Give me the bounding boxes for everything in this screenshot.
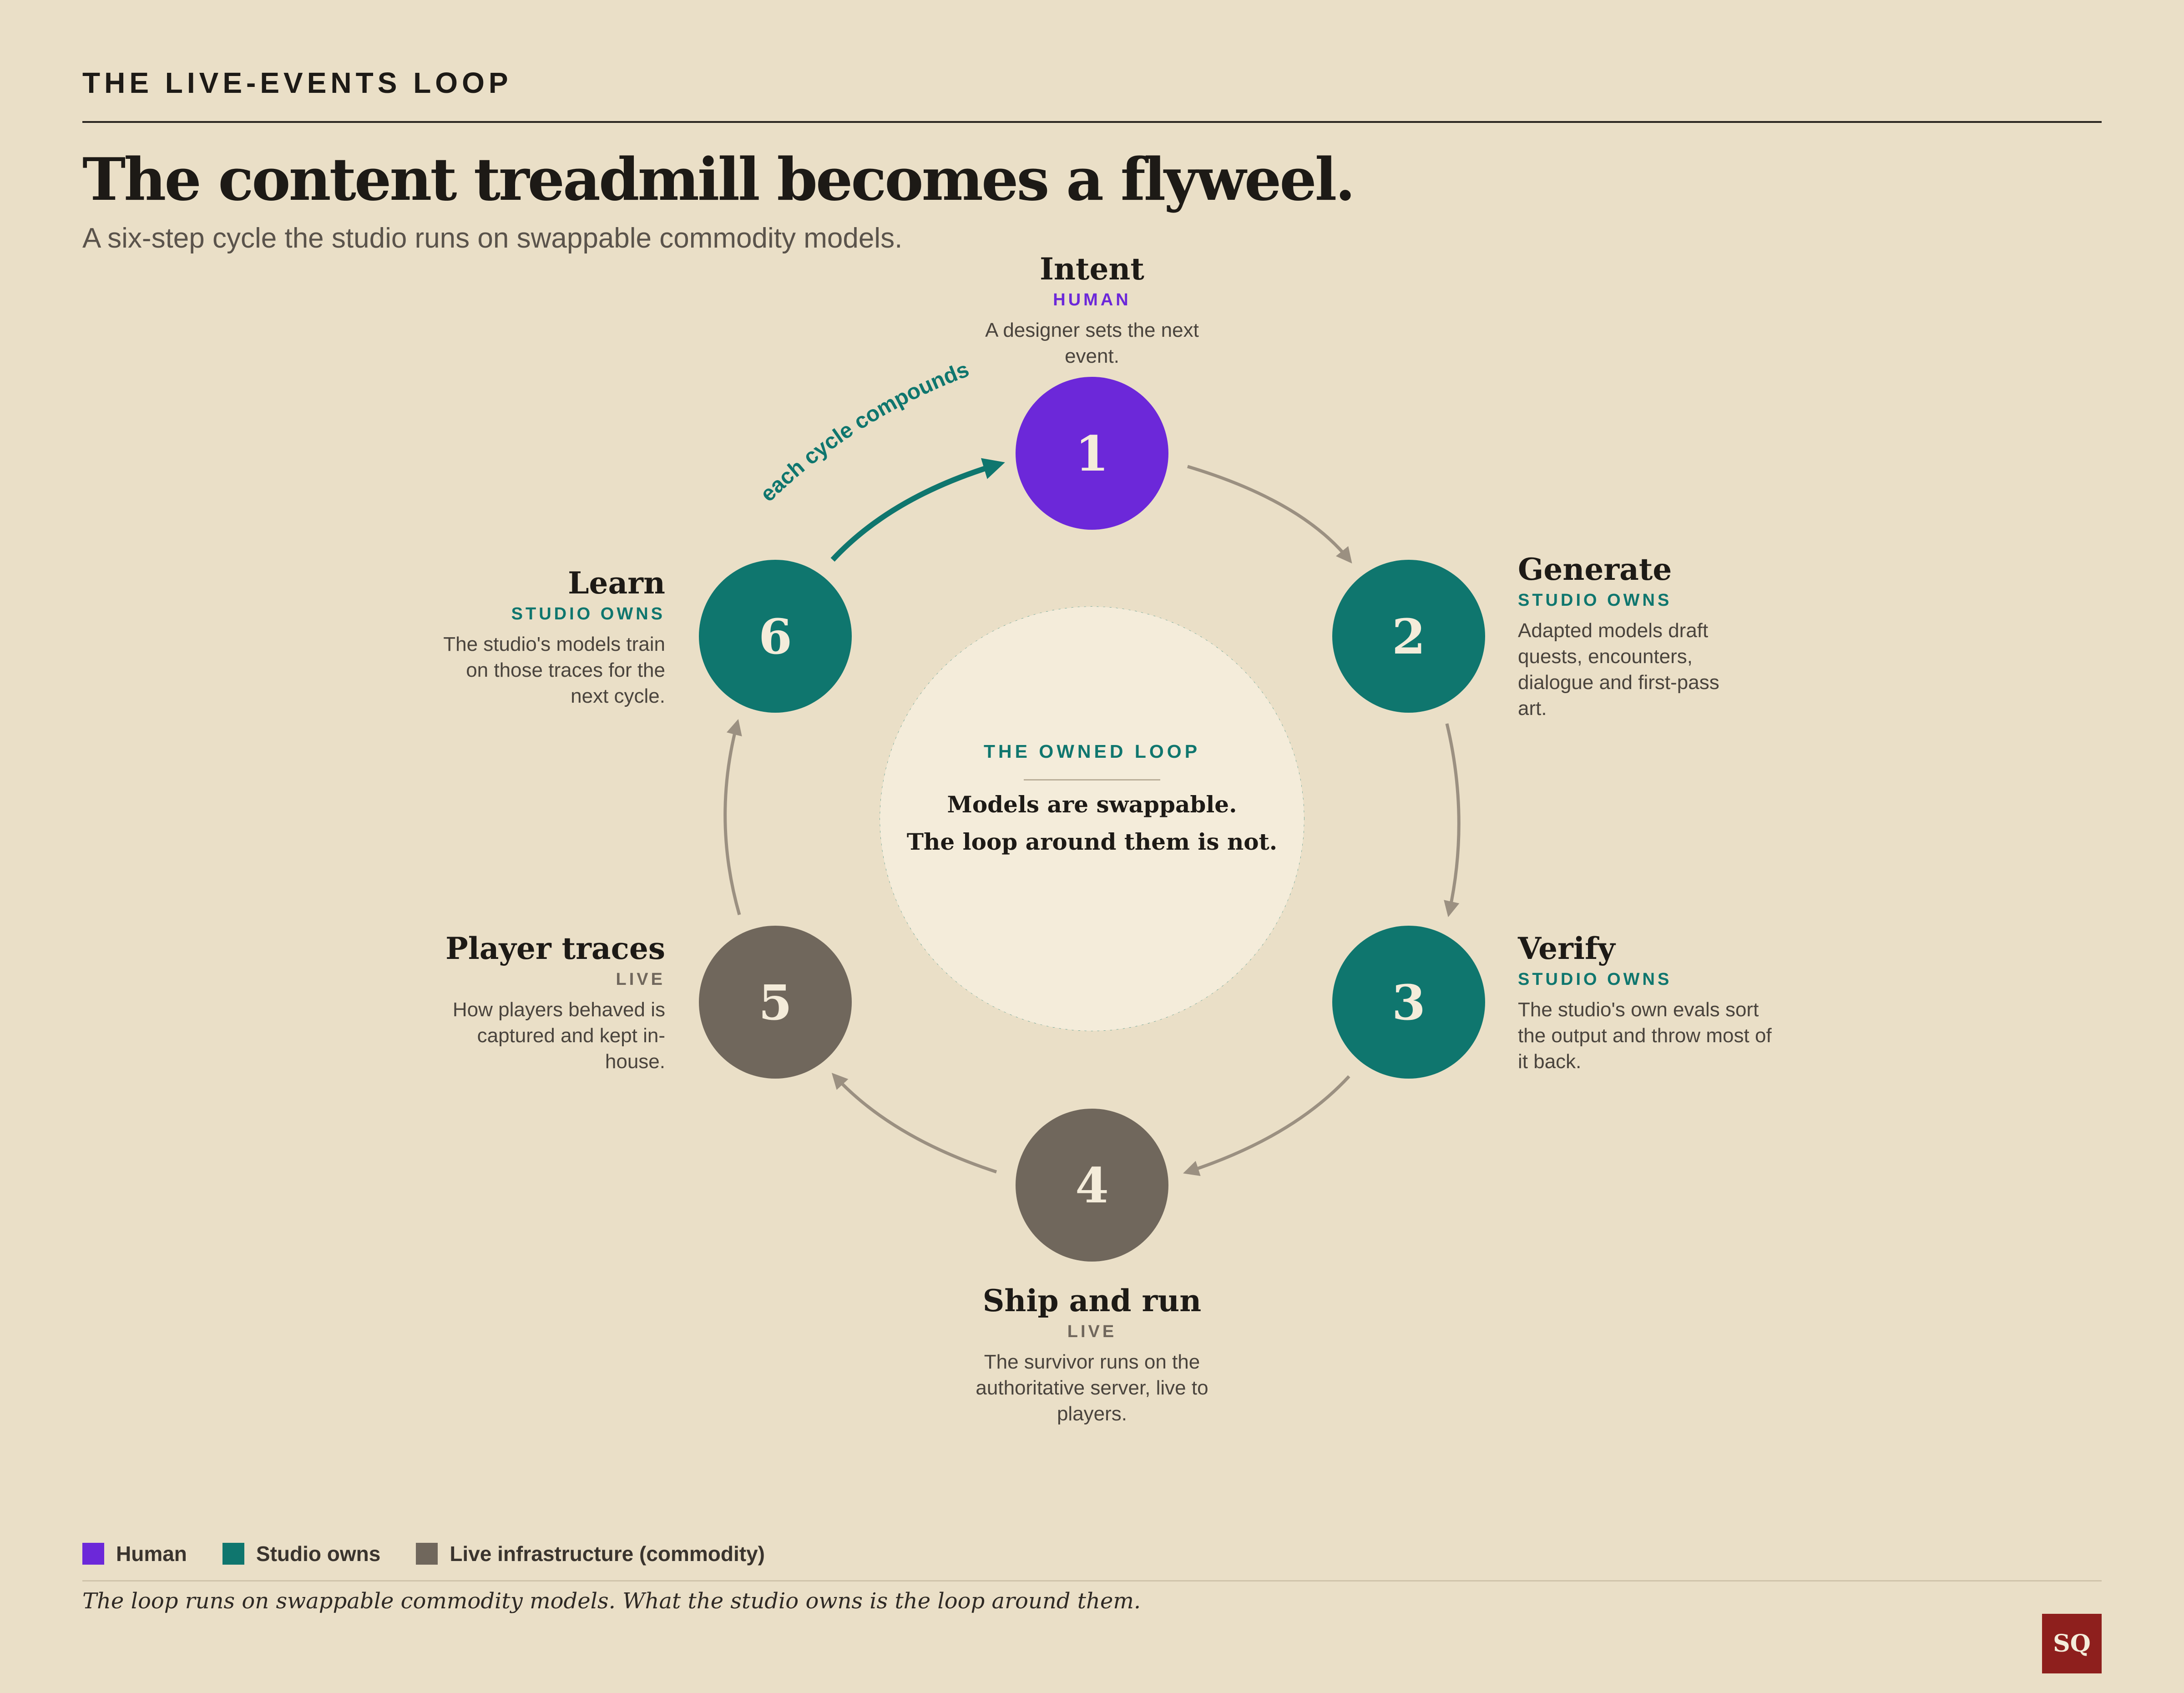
step-label-3: Verify STUDIO OWNS The studio's own eval…	[1518, 932, 1800, 1075]
step-node-4: 4	[1016, 1109, 1168, 1262]
section-kicker: THE LIVE-EVENTS LOOP	[82, 66, 512, 99]
step-description: How players behaved is captured and kept…	[452, 998, 665, 1073]
page-subtitle: A six-step cycle the studio runs on swap…	[82, 223, 903, 254]
arrow-1-to-2	[1187, 465, 1352, 564]
step-description: The studio's own evals sort the output a…	[1518, 998, 1772, 1073]
step-title: Verify	[1518, 931, 1615, 966]
legend-label: Live infrastructure (commodity)	[450, 1542, 765, 1566]
legend-item-studio: Studio owns	[222, 1541, 380, 1566]
arrow-2-to-3	[1444, 723, 1461, 917]
step-description: The studio's models train on those trace…	[443, 633, 665, 707]
step-tag: HUMAN	[1053, 290, 1131, 309]
step-node-1: 1	[1016, 377, 1168, 530]
hub-divider	[1024, 779, 1160, 781]
hub-circle	[880, 607, 1304, 1031]
step-tag: LIVE	[616, 969, 665, 989]
step-node-5: 5	[699, 926, 852, 1079]
step-tag: STUDIO OWNS	[1518, 969, 1672, 989]
step-description: Adapted models draft quests, encounters,…	[1518, 619, 1719, 720]
step-label-5: Player traces LIVE How players behaved i…	[392, 932, 665, 1075]
legend-item-human: Human	[82, 1541, 187, 1566]
step-node-6: 6	[699, 560, 852, 713]
arrow-4-to-5	[831, 1073, 997, 1174]
page-title: The content treadmill becomes a flyweel.	[82, 146, 1355, 214]
legend: Human Studio owns Live infrastructure (c…	[82, 1541, 800, 1566]
step-title: Generate	[1518, 552, 1672, 587]
arrow-5-to-6	[723, 719, 742, 915]
arrow-6-to-1	[830, 458, 1005, 562]
step-node-2: 2	[1332, 560, 1485, 713]
step-title: Player traces	[445, 931, 665, 966]
arrow-3-to-4	[1183, 1075, 1350, 1176]
hub-line-2: The loop around them is not.	[906, 828, 1278, 855]
step-label-6: Learn STUDIO OWNS The studio's models tr…	[392, 567, 665, 709]
step-title: Learn	[568, 565, 665, 601]
step-node-3: 3	[1332, 926, 1485, 1079]
legend-swatch-human	[82, 1543, 104, 1565]
footer-divider	[82, 1580, 2102, 1581]
legend-swatch-studio	[222, 1543, 244, 1565]
step-title: Ship and run	[982, 1283, 1202, 1318]
publisher-badge: SQ	[2042, 1614, 2102, 1673]
hub-kicker: THE OWNED LOOP	[983, 741, 1201, 762]
step-label-4: Ship and run LIVE The survivor runs on t…	[956, 1284, 1228, 1427]
legend-swatch-live	[416, 1543, 438, 1565]
step-label-2: Generate STUDIO OWNS Adapted models draf…	[1518, 553, 1791, 721]
step-description: A designer sets the next event.	[985, 319, 1199, 367]
step-tag: LIVE	[1067, 1322, 1117, 1341]
step-title: Intent	[1040, 251, 1144, 287]
step-description: The survivor runs on the authoritative s…	[976, 1350, 1208, 1425]
hub-line-1: Models are swappable.	[947, 791, 1237, 818]
step-label-1: Intent HUMAN A designer sets the next ev…	[956, 253, 1228, 369]
legend-label: Studio owns	[256, 1542, 381, 1566]
legend-label: Human	[116, 1542, 187, 1566]
legend-item-live: Live infrastructure (commodity)	[416, 1541, 765, 1566]
step-tag: STUDIO OWNS	[511, 604, 665, 623]
header-divider	[82, 121, 2102, 123]
step-tag: STUDIO OWNS	[1518, 590, 1672, 610]
footnote: The loop runs on swappable commodity mod…	[82, 1588, 1141, 1614]
